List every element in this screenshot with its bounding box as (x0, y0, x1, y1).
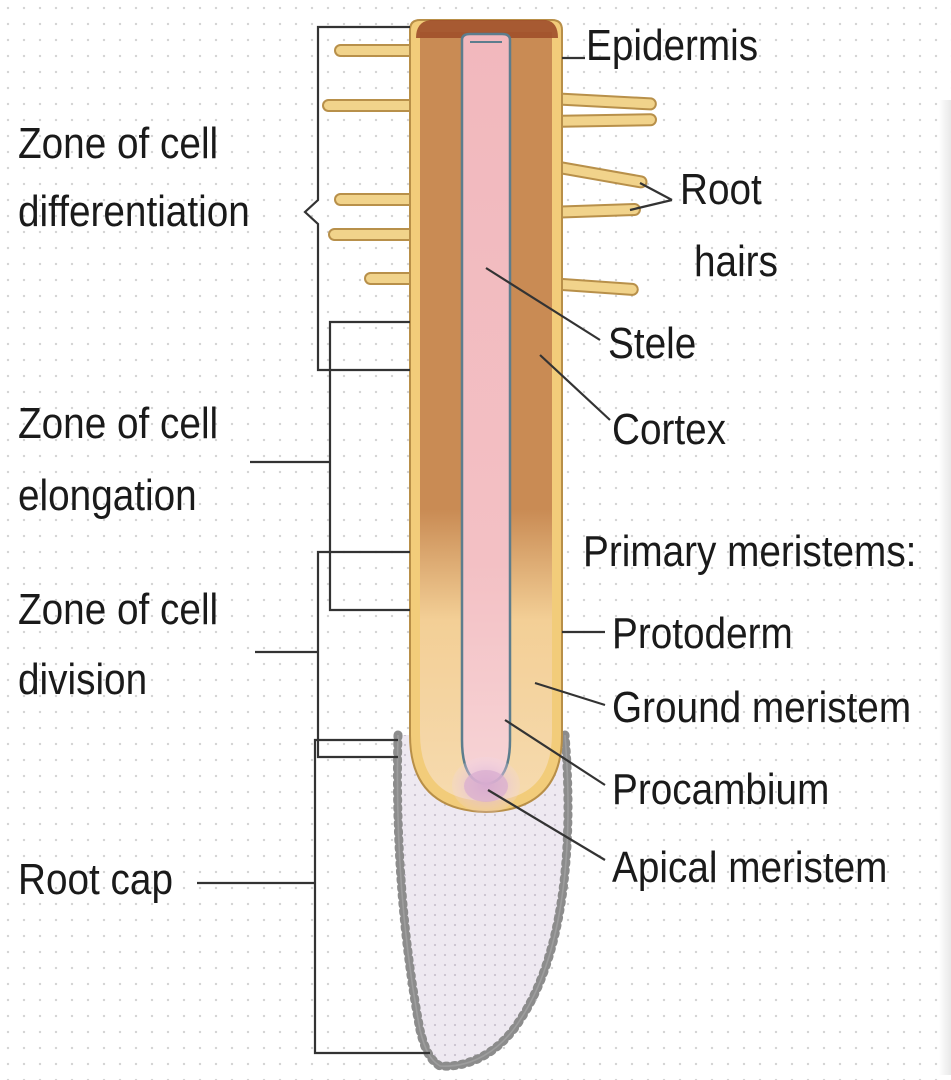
label-procambium: Procambium (612, 758, 829, 822)
root-hairs-left (323, 45, 420, 284)
stele (462, 34, 510, 784)
label-stele: Stele (608, 312, 696, 376)
label-apical-meristem: Apical meristem (612, 836, 887, 900)
root-hairs-right (547, 93, 656, 295)
label-primary-meristems: Primary meristems: (583, 520, 916, 584)
label-cortex: Cortex (612, 398, 726, 462)
label-root-hairs-line1: Root (680, 158, 762, 222)
label-root-hairs-line2: hairs (694, 230, 778, 294)
label-epidermis: Epidermis (586, 14, 758, 78)
label-zone-differentiation-line2: differentiation (18, 180, 250, 244)
label-protoderm: Protoderm (612, 602, 793, 666)
page-edge-shadow (939, 100, 951, 1075)
label-zone-elongation-line2: elongation (18, 464, 197, 528)
label-root-cap: Root cap (18, 848, 173, 912)
label-ground-meristem: Ground meristem (612, 676, 911, 740)
label-zone-division-line2: division (18, 648, 147, 712)
label-zone-elongation-line1: Zone of cell (18, 392, 218, 456)
label-zone-division-line1: Zone of cell (18, 578, 218, 642)
label-zone-differentiation-line1: Zone of cell (18, 112, 218, 176)
